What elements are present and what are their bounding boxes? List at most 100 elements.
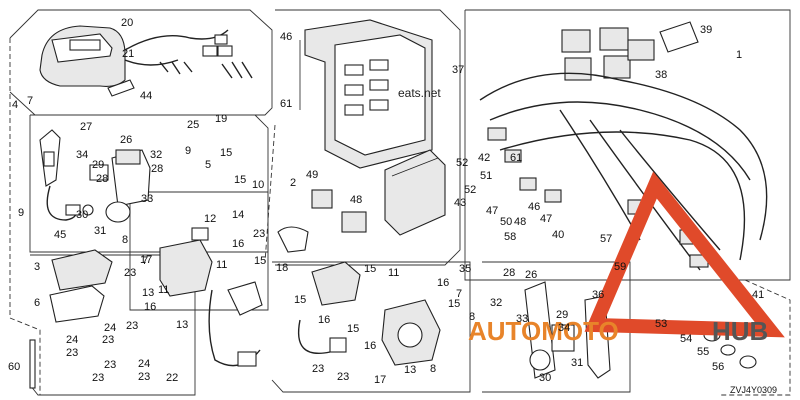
part-number-label: 21 [122, 48, 134, 60]
part-number-label: 13 [142, 287, 154, 299]
part-number-label: 5 [205, 159, 211, 171]
assembly-borders [9, 9, 791, 396]
part-number-label: 24 [66, 334, 78, 346]
part-number-label: 58 [504, 231, 516, 243]
part-number-label: 6 [34, 297, 40, 309]
part-number-label: 23 [126, 320, 138, 332]
part-number-label: 34 [76, 149, 88, 161]
part-number-label: 27 [80, 121, 92, 133]
part-number-label: 15 [347, 323, 359, 335]
part-number-label: 17 [140, 254, 152, 266]
part-number-label: 59 [614, 261, 626, 273]
part-number-label: 44 [140, 90, 152, 102]
part-number-label: 26 [525, 269, 537, 281]
part-number-label: 23 [102, 334, 114, 346]
part-number-label: 57 [600, 233, 612, 245]
part-number-label: 24 [104, 322, 116, 334]
part-number-label: 49 [306, 169, 318, 181]
part-number-label: 16 [144, 301, 156, 313]
lower-left-panel [29, 249, 113, 389]
part-number-label: 8 [430, 363, 436, 375]
part-number-label: 60 [8, 361, 20, 373]
part-number-label: 35 [459, 263, 471, 275]
part-number-label: 32 [490, 297, 502, 309]
part-number-label: 9 [18, 207, 24, 219]
part-number-label: 47 [486, 205, 498, 217]
part-number-label: 11 [158, 284, 169, 296]
part-number-label: 15 [234, 174, 246, 186]
part-number-label: 33 [516, 313, 528, 325]
watermark-text: eats.net [398, 86, 441, 100]
part-number-label: 7 [142, 255, 148, 267]
part-number-label: 43 [454, 197, 466, 209]
part-number-label: 45 [54, 229, 66, 241]
part-number-label: 13 [176, 319, 188, 331]
part-number-label: 9 [185, 145, 191, 157]
part-number-label: 47 [540, 213, 552, 225]
brand-text-automoto: AUTOMOTO [468, 316, 619, 346]
part-number-label: 3 [34, 261, 40, 273]
part-number-label: 28 [151, 163, 163, 175]
part-number-label: 10 [252, 179, 264, 191]
part-number-label: 23 [124, 267, 136, 279]
part-number-label: 24 [138, 358, 150, 370]
part-number-label: 23 [312, 363, 324, 375]
part-number-label: 29 [556, 309, 568, 321]
part-number-label: 36 [592, 289, 604, 301]
part-number-label: 14 [232, 209, 244, 221]
switch-unit [159, 226, 309, 367]
part-number-label: 33 [141, 193, 153, 205]
part-number-label: 46 [528, 201, 540, 213]
part-number-label: 26 [120, 134, 132, 146]
part-number-label: 30 [76, 209, 88, 221]
part-number-label: 16 [437, 277, 449, 289]
part-number-label: 30 [539, 372, 551, 384]
part-number-label: 28 [96, 173, 108, 185]
part-number-label: 18 [276, 262, 288, 274]
part-number-label: 29 [92, 159, 104, 171]
relays [311, 189, 367, 233]
part-number-label: 46 [280, 31, 292, 43]
part-number-label: 11 [388, 267, 399, 279]
part-number-label: 42 [478, 152, 490, 164]
part-number-label: 55 [697, 346, 709, 358]
part-number-label: 50 [500, 216, 512, 228]
part-number-label: 51 [480, 170, 492, 182]
part-number-label: 11 [216, 259, 227, 271]
part-number-label: 48 [514, 216, 526, 228]
brand-text-hub: HUB [712, 316, 768, 346]
part-number-label: 53 [655, 318, 667, 330]
part-number-label: 23 [92, 372, 104, 384]
part-number-label: 17 [374, 374, 386, 386]
brand-logo: AUTOMOTO HUB [468, 171, 785, 346]
ecu-module [384, 149, 446, 236]
part-number-label: 15 [254, 255, 266, 267]
part-number-label: 16 [232, 238, 244, 250]
part-number-label: 1 [736, 49, 742, 61]
part-number-label: 8 [122, 234, 128, 246]
part-number-label: 16 [318, 314, 330, 326]
part-number-label: 23 [337, 371, 349, 383]
part-number-label: 31 [571, 357, 583, 369]
part-number-label: 7 [456, 288, 462, 300]
part-number-label: 52 [456, 157, 468, 169]
part-number-label: 23 [138, 371, 150, 383]
part-number-label: 38 [655, 69, 667, 81]
part-number-label: 32 [150, 149, 162, 161]
part-number-label: 7 [27, 95, 33, 107]
part-number-label: 16 [364, 340, 376, 352]
part-number-label: 15 [220, 147, 232, 159]
wiring-harness [479, 21, 768, 271]
part-number-label: 20 [121, 17, 133, 29]
left-switch-assembly [39, 129, 151, 223]
part-number-label: 23 [253, 228, 265, 240]
part-number-label: 15 [364, 263, 376, 275]
part-number-label: 48 [350, 194, 362, 206]
part-number-label: 15 [294, 294, 306, 306]
part-number-label: 41 [752, 289, 764, 301]
cover-assembly [39, 25, 253, 97]
part-number-label: 12 [204, 213, 216, 225]
part-number-label: 19 [215, 113, 227, 125]
